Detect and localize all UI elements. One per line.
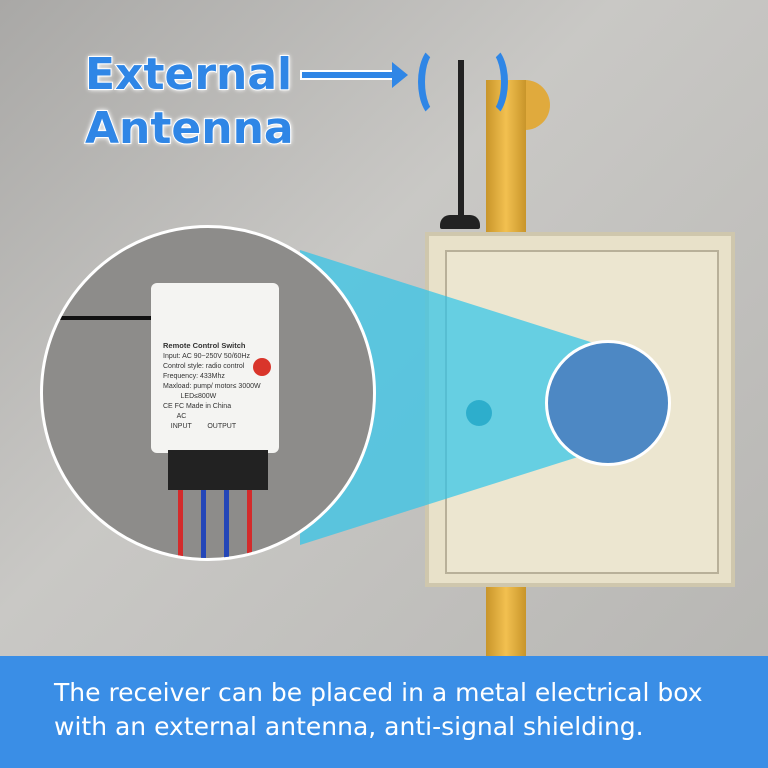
wire-blue xyxy=(201,490,206,558)
zoom-circle: Remote Control Switch Input: AC 90~250V … xyxy=(40,225,376,561)
caption-line2: with an external antenna, anti-signal sh… xyxy=(54,712,644,741)
learning-button xyxy=(253,358,271,376)
headline-line2: Antenna xyxy=(84,102,295,155)
caption-line1: The receiver can be placed in a metal el… xyxy=(54,678,703,707)
antenna xyxy=(458,60,464,220)
headline-line1: External xyxy=(84,48,293,101)
antenna-cable xyxy=(43,316,153,320)
wire-blue xyxy=(224,490,229,558)
signal-wave-icon xyxy=(470,45,508,119)
label-line: Frequency: 433Mhz xyxy=(163,373,225,380)
label-line: LED≤800W xyxy=(180,393,217,400)
label-line: Control style: radio control xyxy=(163,363,245,370)
terminal-block xyxy=(168,450,268,490)
caption-banner: The receiver can be placed in a metal el… xyxy=(0,656,768,768)
box-interior-view xyxy=(545,340,671,466)
label-line: CE FC Made in China xyxy=(163,403,232,410)
output-label: OUTPUT xyxy=(207,423,237,430)
wire-red xyxy=(247,490,252,558)
device-title: Remote Control Switch xyxy=(163,341,246,350)
headline: External Antenna xyxy=(84,48,295,156)
label-line: Input: AC 90~250V 50/60Hz xyxy=(163,353,250,360)
input-label: INPUT xyxy=(170,423,192,430)
ac-label: AC xyxy=(176,413,187,420)
antenna-base xyxy=(440,215,480,229)
arrow-right-icon xyxy=(300,62,408,88)
wire-red xyxy=(178,490,183,558)
label-line: Maxload: pump/ motor≤ 3000W xyxy=(163,383,261,390)
receiver-device: Remote Control Switch Input: AC 90~250V … xyxy=(151,283,279,453)
signal-wave-icon xyxy=(418,45,456,119)
